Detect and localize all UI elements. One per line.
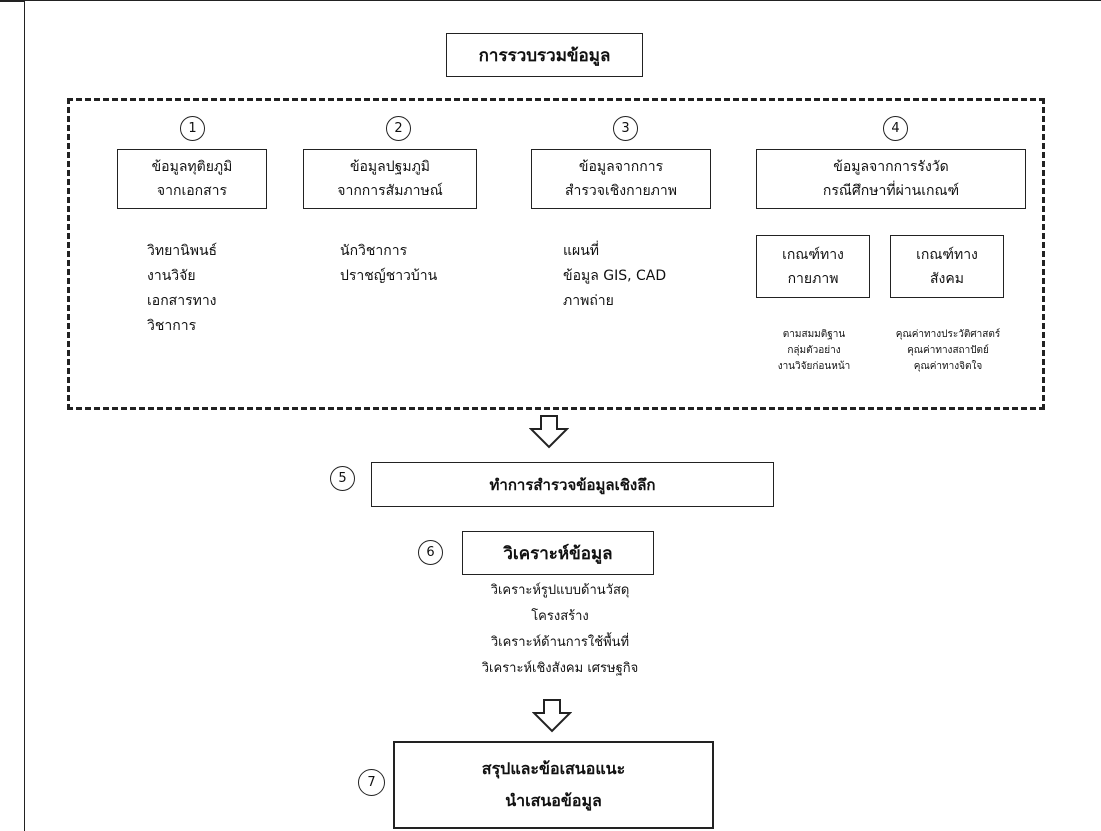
list-item: ข้อมูล GIS, CAD <box>563 268 667 284</box>
primary-data-items: นักวิชาการ ปราชญ์ชาวบ้าน <box>340 239 437 289</box>
list-item: งานวิจัย <box>147 268 196 284</box>
social-criteria-box: เกณฑ์ทาง สังคม <box>890 235 1004 298</box>
step-number-5: 5 <box>330 466 355 491</box>
step-number-2: 2 <box>386 116 411 141</box>
list-item: ปราชญ์ชาวบ้าน <box>340 268 438 284</box>
list-item: วิเคราะห์เชิงสังคม เศรษฐกิจ <box>481 661 639 676</box>
box-line: เกณฑ์ทาง <box>782 246 844 263</box>
box-line: สังคม <box>930 270 964 287</box>
list-item: วิทยานิพนธ์ <box>147 243 218 259</box>
data-collection-group <box>67 98 1045 410</box>
box-line: สรุปและข้อเสนอแนะ <box>481 759 626 778</box>
analysis-items: วิเคราะห์รูปแบบด้านวัสดุ โครงสร้าง วิเคร… <box>430 578 690 682</box>
down-arrow-icon <box>532 699 572 733</box>
step-number-3: 3 <box>613 116 638 141</box>
physical-survey-box: ข้อมูลจากการ สำรวจเชิงกายภาพ <box>531 149 711 209</box>
list-item: วิเคราะห์ด้านการใช้พื้นที่ <box>490 635 630 650</box>
box-line: ข้อมูลจากการ <box>578 159 664 175</box>
primary-data-box: ข้อมูลปฐมภูมิ จากการสัมภาษณ์ <box>303 149 477 209</box>
list-item: แผนที่ <box>563 243 600 259</box>
secondary-data-box: ข้อมูลทุติยภูมิ จากเอกสาร <box>117 149 267 209</box>
analysis-box: วิเคราะห์ข้อมูล <box>462 531 654 575</box>
box-label: ทำการสำรวจข้อมูลเชิงลึก <box>489 475 656 494</box>
physical-criteria-items: ตามสมมติฐาน กลุ่มตัวอย่าง งานวิจัยก่อนหน… <box>752 327 876 375</box>
box-line: กายภาพ <box>787 270 839 287</box>
list-item: วิชาการ <box>147 318 197 334</box>
title-text: การรวบรวมข้อมูล <box>478 45 611 66</box>
box-line: ข้อมูลจากการรังวัด <box>833 159 949 175</box>
step-number-4: 4 <box>883 116 908 141</box>
list-item: วิเคราะห์รูปแบบด้านวัสดุ <box>490 583 630 598</box>
box-line: กรณีศึกษาที่ผ่านเกณฑ์ <box>822 183 960 199</box>
list-item: ตามสมมติฐาน <box>782 329 846 340</box>
list-item: งานวิจัยก่อนหน้า <box>777 361 851 372</box>
list-item: คุณค่าทางสถาปัตย์ <box>907 345 989 356</box>
box-line: นำเสนอข้อมูล <box>505 791 602 810</box>
list-item: นักวิชาการ <box>340 243 408 259</box>
list-item: โครงสร้าง <box>531 609 589 624</box>
box-line: สำรวจเชิงกายภาพ <box>565 183 677 199</box>
case-study-box: ข้อมูลจากการรังวัด กรณีศึกษาที่ผ่านเกณฑ์ <box>756 149 1026 209</box>
box-line: จากเอกสาร <box>156 183 228 199</box>
box-line: เกณฑ์ทาง <box>916 246 978 263</box>
box-label: วิเคราะห์ข้อมูล <box>503 543 613 564</box>
physical-survey-items: แผนที่ ข้อมูล GIS, CAD ภาพถ่าย <box>563 239 666 314</box>
step-number-7: 7 <box>358 769 385 796</box>
down-arrow-icon <box>529 415 569 449</box>
social-criteria-items: คุณค่าทางประวัติศาสตร์ คุณค่าทางสถาปัตย์… <box>874 327 1022 375</box>
list-item: คุณค่าทางจิตใจ <box>913 361 983 372</box>
list-item: คุณค่าทางประวัติศาสตร์ <box>895 329 1001 340</box>
conclusion-box: สรุปและข้อเสนอแนะ นำเสนอข้อมูล <box>393 741 714 829</box>
in-depth-survey-box: ทำการสำรวจข้อมูลเชิงลึก <box>371 462 774 507</box>
secondary-data-items: วิทยานิพนธ์ งานวิจัย เอกสารทาง วิชาการ <box>147 239 217 339</box>
box-line: จากการสัมภาษณ์ <box>337 183 443 199</box>
step-number-6: 6 <box>418 540 443 565</box>
frame-corner-line <box>0 0 24 2</box>
list-item: เอกสารทาง <box>147 293 217 309</box>
page-frame <box>24 0 1101 831</box>
list-item: ภาพถ่าย <box>563 293 614 309</box>
box-line: ข้อมูลปฐมภูมิ <box>349 159 431 175</box>
step-number-1: 1 <box>180 116 205 141</box>
physical-criteria-box: เกณฑ์ทาง กายภาพ <box>756 235 870 298</box>
list-item: กลุ่มตัวอย่าง <box>787 345 841 356</box>
title-box: การรวบรวมข้อมูล <box>446 33 643 77</box>
box-line: ข้อมูลทุติยภูมิ <box>151 159 233 175</box>
